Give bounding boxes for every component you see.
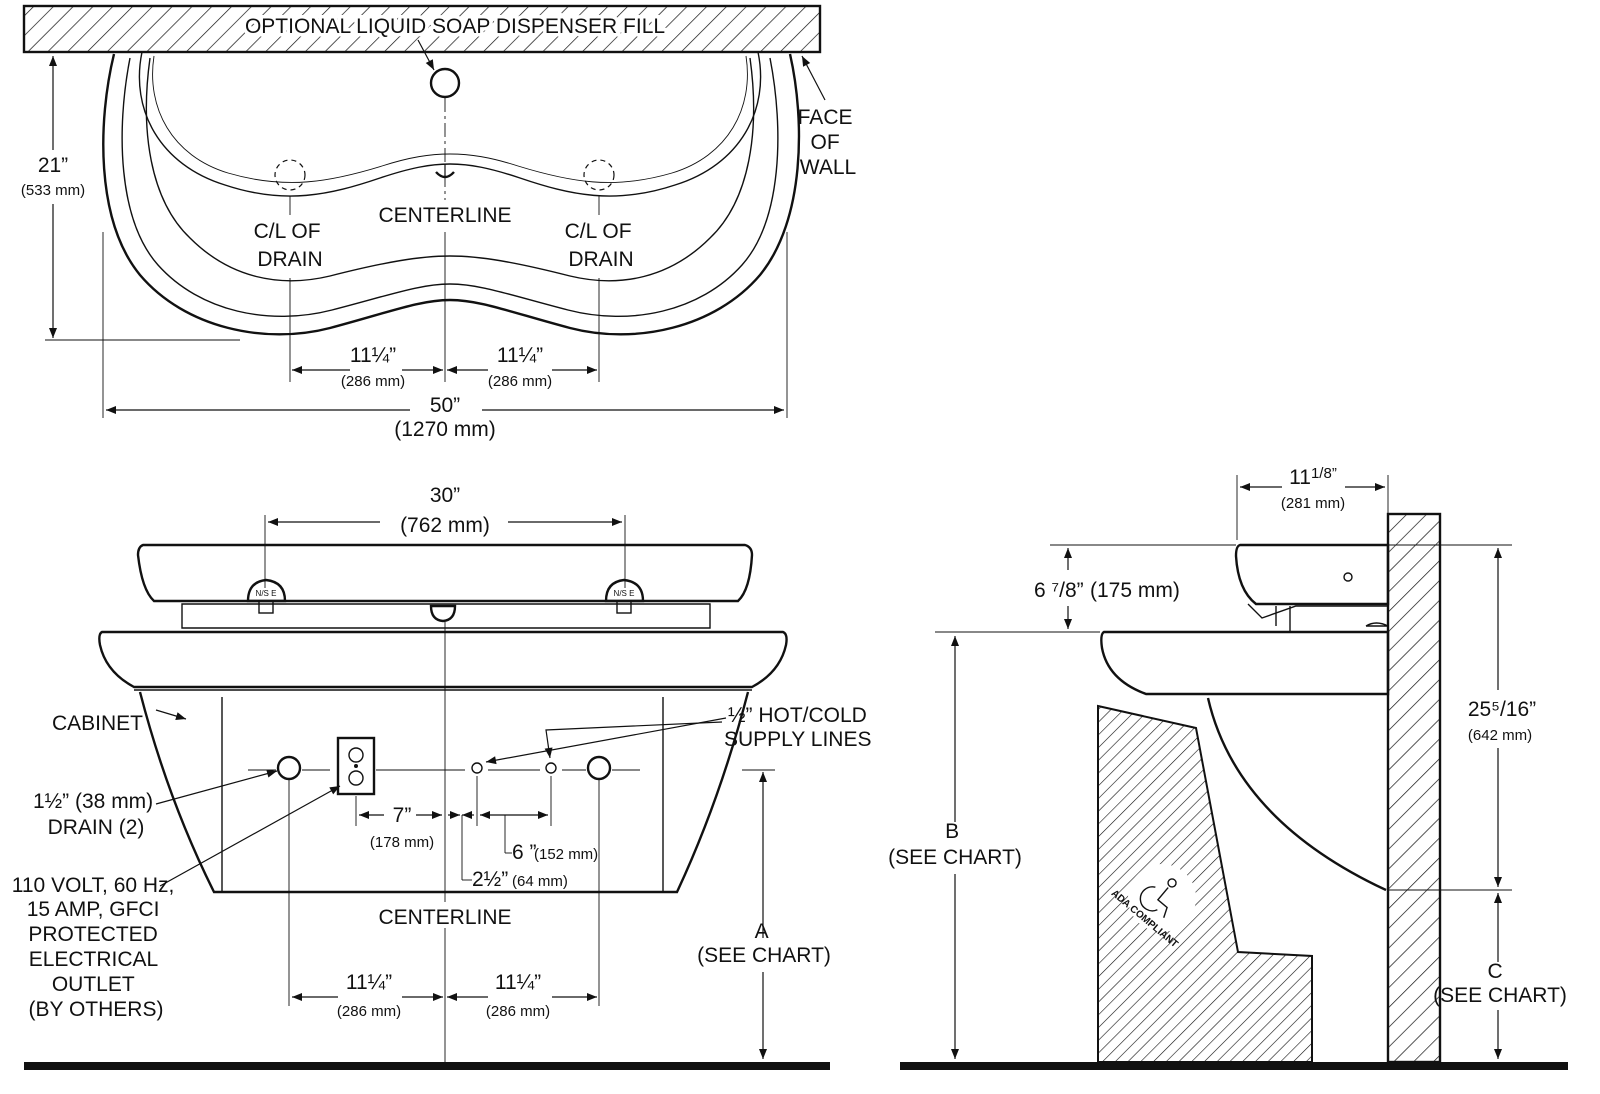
soap-fill-label: OPTIONAL LIQUID SOAP DISPENSER FILL [245, 15, 665, 38]
knee-clearance [1097, 704, 1313, 1063]
face-of-wall-label: FACE OF WALL [798, 106, 859, 179]
side-basin [1100, 630, 1390, 696]
deck-height-mm: (175 mm) [1090, 579, 1180, 602]
depth-21-mm: (533 mm) [21, 182, 85, 199]
deck-height-in: 6 ⁷/8” [1034, 579, 1084, 602]
dim-2half-in: 2½” [472, 868, 508, 891]
faucet-right [604, 578, 645, 603]
cl-drain-left-label: C/L OF DRAIN [254, 220, 327, 271]
side-depth-in: 111/8” [1289, 465, 1337, 489]
drain-size-label: 1½” (38 mm) DRAIN (2) [33, 790, 159, 839]
front-right-spacing-in: 11¼” [495, 971, 541, 994]
top-right-spacing-in: 11¼” [497, 344, 543, 367]
floor-front [24, 1062, 830, 1070]
basin-outline-inner [121, 57, 779, 318]
top-view: OPTIONAL LIQUID SOAP DISPENSER FILL CENT… [14, 4, 859, 441]
cabinet [138, 691, 750, 894]
dim-6-mm: (152 mm) [534, 846, 598, 863]
dim-b-label: B (SEE CHART) [888, 820, 1022, 869]
dim-2half-mm: (64 mm) [512, 873, 568, 890]
drain-left [274, 159, 306, 191]
side-depth-mm: (281 mm) [1281, 495, 1345, 512]
basin-outline-outer [102, 53, 801, 336]
top-right-spacing-mm: (286 mm) [488, 373, 552, 390]
soap-fill-front [429, 604, 457, 623]
centerline-label-front: CENTERLINE [378, 906, 511, 929]
svg-text:N/S E: N/S E [614, 589, 635, 598]
faucet-spacing-mm: (762 mm) [400, 514, 490, 537]
basin-bowl-rim [145, 57, 755, 282]
total-height-in: 25⁵/16” [1468, 698, 1536, 721]
side-deck [1234, 543, 1390, 606]
supply-lines-label: ½” HOT/COLD SUPPLY LINES [724, 704, 873, 751]
svg-text:N/S E: N/S E [256, 589, 277, 598]
side-faucet [1247, 603, 1389, 627]
top-left-spacing-in: 11¼” [350, 344, 396, 367]
dim-a-label: A (SEE CHART) [697, 920, 831, 967]
front-view: 30” (762 mm) N/S E N/S E CABINET [12, 484, 873, 1070]
dim-7-in: 7” [393, 804, 412, 827]
centerline-label-top: CENTERLINE [378, 204, 511, 227]
cabinet-label: CABINET [52, 712, 143, 735]
dim-c-label: C (SEE CHART) [1433, 960, 1567, 1007]
back-shelf-inner [152, 55, 748, 183]
front-deck [136, 543, 754, 603]
faucet-spacing-in: 30” [430, 484, 460, 507]
total-height-mm: (642 mm) [1468, 727, 1532, 744]
dim-6-in: 6 ” [512, 841, 537, 864]
front-right-spacing-mm: (286 mm) [486, 1003, 550, 1020]
front-left-spacing-mm: (286 mm) [337, 1003, 401, 1020]
soap-dispenser-fill [429, 67, 461, 99]
top-left-spacing-mm: (286 mm) [341, 373, 405, 390]
floor-side [900, 1062, 1568, 1070]
front-drain-left [276, 755, 302, 781]
wall-side [1386, 512, 1442, 1064]
front-deck-base [181, 603, 711, 629]
wall-top [22, 4, 822, 54]
front-basin [98, 630, 788, 689]
depth-21-in: 21” [38, 154, 68, 177]
faucet-left [246, 578, 287, 603]
back-shelf [138, 51, 762, 197]
electrical-outlet [336, 736, 376, 796]
supply-cold [545, 762, 557, 774]
dim-7-mm: (178 mm) [370, 834, 434, 851]
side-bowl [1206, 697, 1387, 892]
width-50-in: 50” [430, 394, 460, 417]
outlet-label: 110 VOLT, 60 Hz, 15 AMP, GFCI PROTECTED … [12, 874, 180, 1021]
width-50-mm: (1270 mm) [394, 418, 496, 441]
front-left-spacing-in: 11¼” [346, 971, 392, 994]
drain-right [583, 159, 615, 191]
side-view: 111/8” (281 mm) 6 ⁷/8” (175 mm) ADA COMP… [888, 465, 1568, 1070]
supply-hot [471, 762, 483, 774]
cl-drain-right-label: C/L OF DRAIN [565, 220, 638, 271]
front-drain-right [586, 755, 612, 781]
